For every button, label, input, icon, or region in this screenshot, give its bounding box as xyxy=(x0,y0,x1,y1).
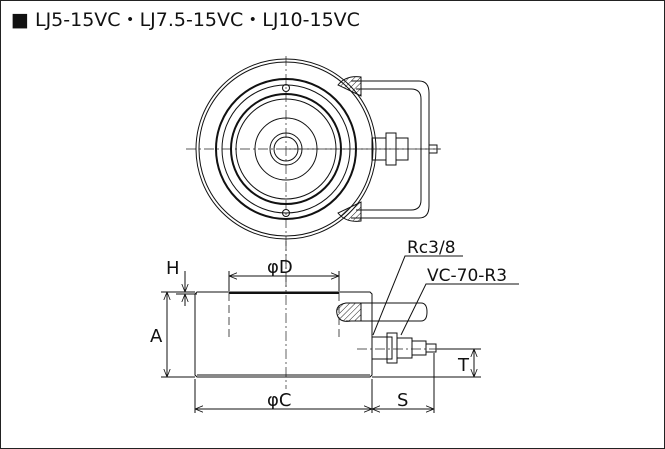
label-coupler-vc-70-r3: VC-70-R3 xyxy=(427,266,507,286)
label-a: A xyxy=(150,326,163,347)
label-diameter-c: φC xyxy=(267,390,291,411)
drawing-title: ■ LJ5-15VC・LJ7.5-15VC・LJ10-15VC xyxy=(11,9,360,31)
label-t: T xyxy=(457,355,470,376)
label-h: H xyxy=(166,258,180,279)
top-view xyxy=(186,56,441,291)
label-port-rc3-8: Rc3/8 xyxy=(407,238,456,258)
label-diameter-d: φD xyxy=(267,257,293,278)
dimensions xyxy=(161,255,519,413)
label-s: S xyxy=(397,390,408,411)
side-view xyxy=(194,241,441,389)
